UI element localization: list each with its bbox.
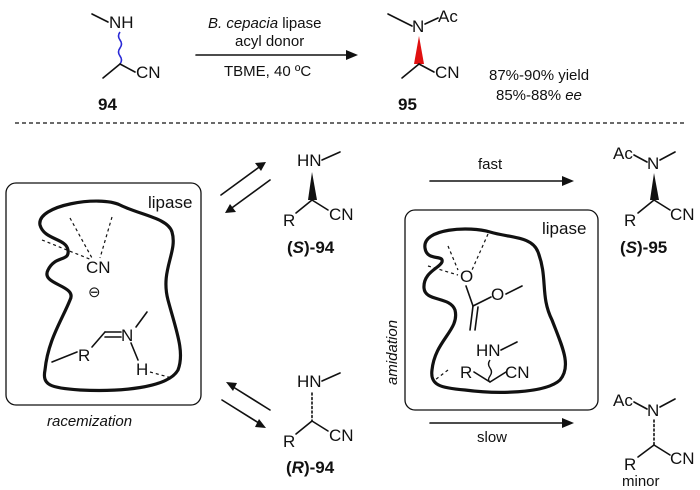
- compound-r94: HN R CN (R)-94: [283, 372, 354, 477]
- atom-n: N: [121, 326, 133, 345]
- atom-hn: HN: [297, 151, 322, 170]
- wedge-bond: [414, 36, 424, 64]
- fast-label: fast: [478, 156, 503, 173]
- atom-n: N: [647, 154, 659, 173]
- enzyme-pocket-right: [422, 227, 568, 394]
- compound-s95: Ac N R CN (S)-95: [613, 144, 695, 257]
- atom-nh: NH: [109, 13, 134, 32]
- reaction-arrow-group: B. cepacia lipase acyl donor TBME, 40 ºC: [195, 15, 358, 80]
- label-s94: (S)-94: [287, 238, 335, 257]
- product-95: N Ac CN 95: [387, 7, 460, 114]
- amidation-label: amidation: [384, 320, 401, 385]
- wavy-bond: [487, 359, 493, 383]
- atom-r: R: [78, 346, 90, 365]
- enzyme-pocket-left: [38, 199, 183, 393]
- label-94: 94: [98, 95, 117, 114]
- atom-cn: CN: [670, 449, 695, 468]
- conditions-label: TBME, 40 ºC: [224, 63, 311, 80]
- atom-ac: Ac: [613, 391, 633, 410]
- lipase-box-right: [404, 209, 599, 411]
- catalyst-label: B. cepacia lipase: [208, 15, 321, 32]
- atom-cn: CN: [435, 63, 460, 82]
- lipase-label-right: lipase: [542, 219, 586, 238]
- atom-r: R: [624, 455, 636, 474]
- atom-n: N: [647, 401, 659, 420]
- label-r94: (R)-94: [286, 458, 335, 477]
- compound-minor: Ac N R CN minor: [613, 391, 695, 490]
- label-95: 95: [398, 95, 417, 114]
- label-s95: (S)-95: [620, 238, 667, 257]
- equilibrium-arrows-bottom: [221, 382, 271, 428]
- atom-cn: CN: [329, 205, 354, 224]
- minor-label: minor: [622, 473, 660, 490]
- racemization-lipase-panel: lipase CN ⊖ R N H racemization: [5, 182, 202, 430]
- slow-arrow-group: slow: [429, 418, 574, 446]
- atom-cn: CN: [329, 426, 354, 445]
- atom-cn: CN: [86, 258, 111, 277]
- atom-ac: Ac: [438, 7, 458, 26]
- atom-r: R: [283, 211, 295, 230]
- lipase-box-left: [5, 182, 202, 406]
- atom-ac: Ac: [613, 144, 633, 163]
- cyanide-charge: ⊖: [88, 284, 101, 301]
- atom-n: N: [412, 17, 424, 36]
- atom-cn: CN: [505, 363, 530, 382]
- atom-cn: CN: [670, 205, 695, 224]
- atom-hn: HN: [297, 372, 322, 391]
- atom-h: H: [136, 360, 148, 379]
- atom-r: R: [283, 432, 295, 451]
- compound-s94: HN R CN (S)-94: [283, 151, 354, 257]
- lipase-label-left: lipase: [148, 193, 192, 212]
- atom-r: R: [624, 211, 636, 230]
- atom-r: R: [460, 363, 472, 382]
- yield-label: 87%-90% yield: [489, 67, 589, 84]
- equilibrium-arrows-top: [220, 162, 271, 213]
- wavy-bond: [117, 31, 123, 65]
- racemization-label: racemization: [47, 413, 132, 430]
- slow-label: slow: [477, 429, 507, 446]
- atom-cn: CN: [136, 63, 161, 82]
- atom-o: O: [491, 285, 504, 304]
- ee-label: 85%-88% ee: [496, 87, 582, 104]
- reactant-94: NH CN 94: [91, 13, 161, 114]
- atom-o: O: [460, 267, 473, 286]
- reaction-arrowhead: [346, 50, 358, 60]
- fast-arrow-group: fast: [429, 156, 574, 186]
- amidation-lipase-panel: lipase O O HN R CN amidation: [384, 209, 599, 411]
- acyl-donor-label: acyl donor: [235, 33, 304, 50]
- atom-hn: HN: [476, 341, 501, 360]
